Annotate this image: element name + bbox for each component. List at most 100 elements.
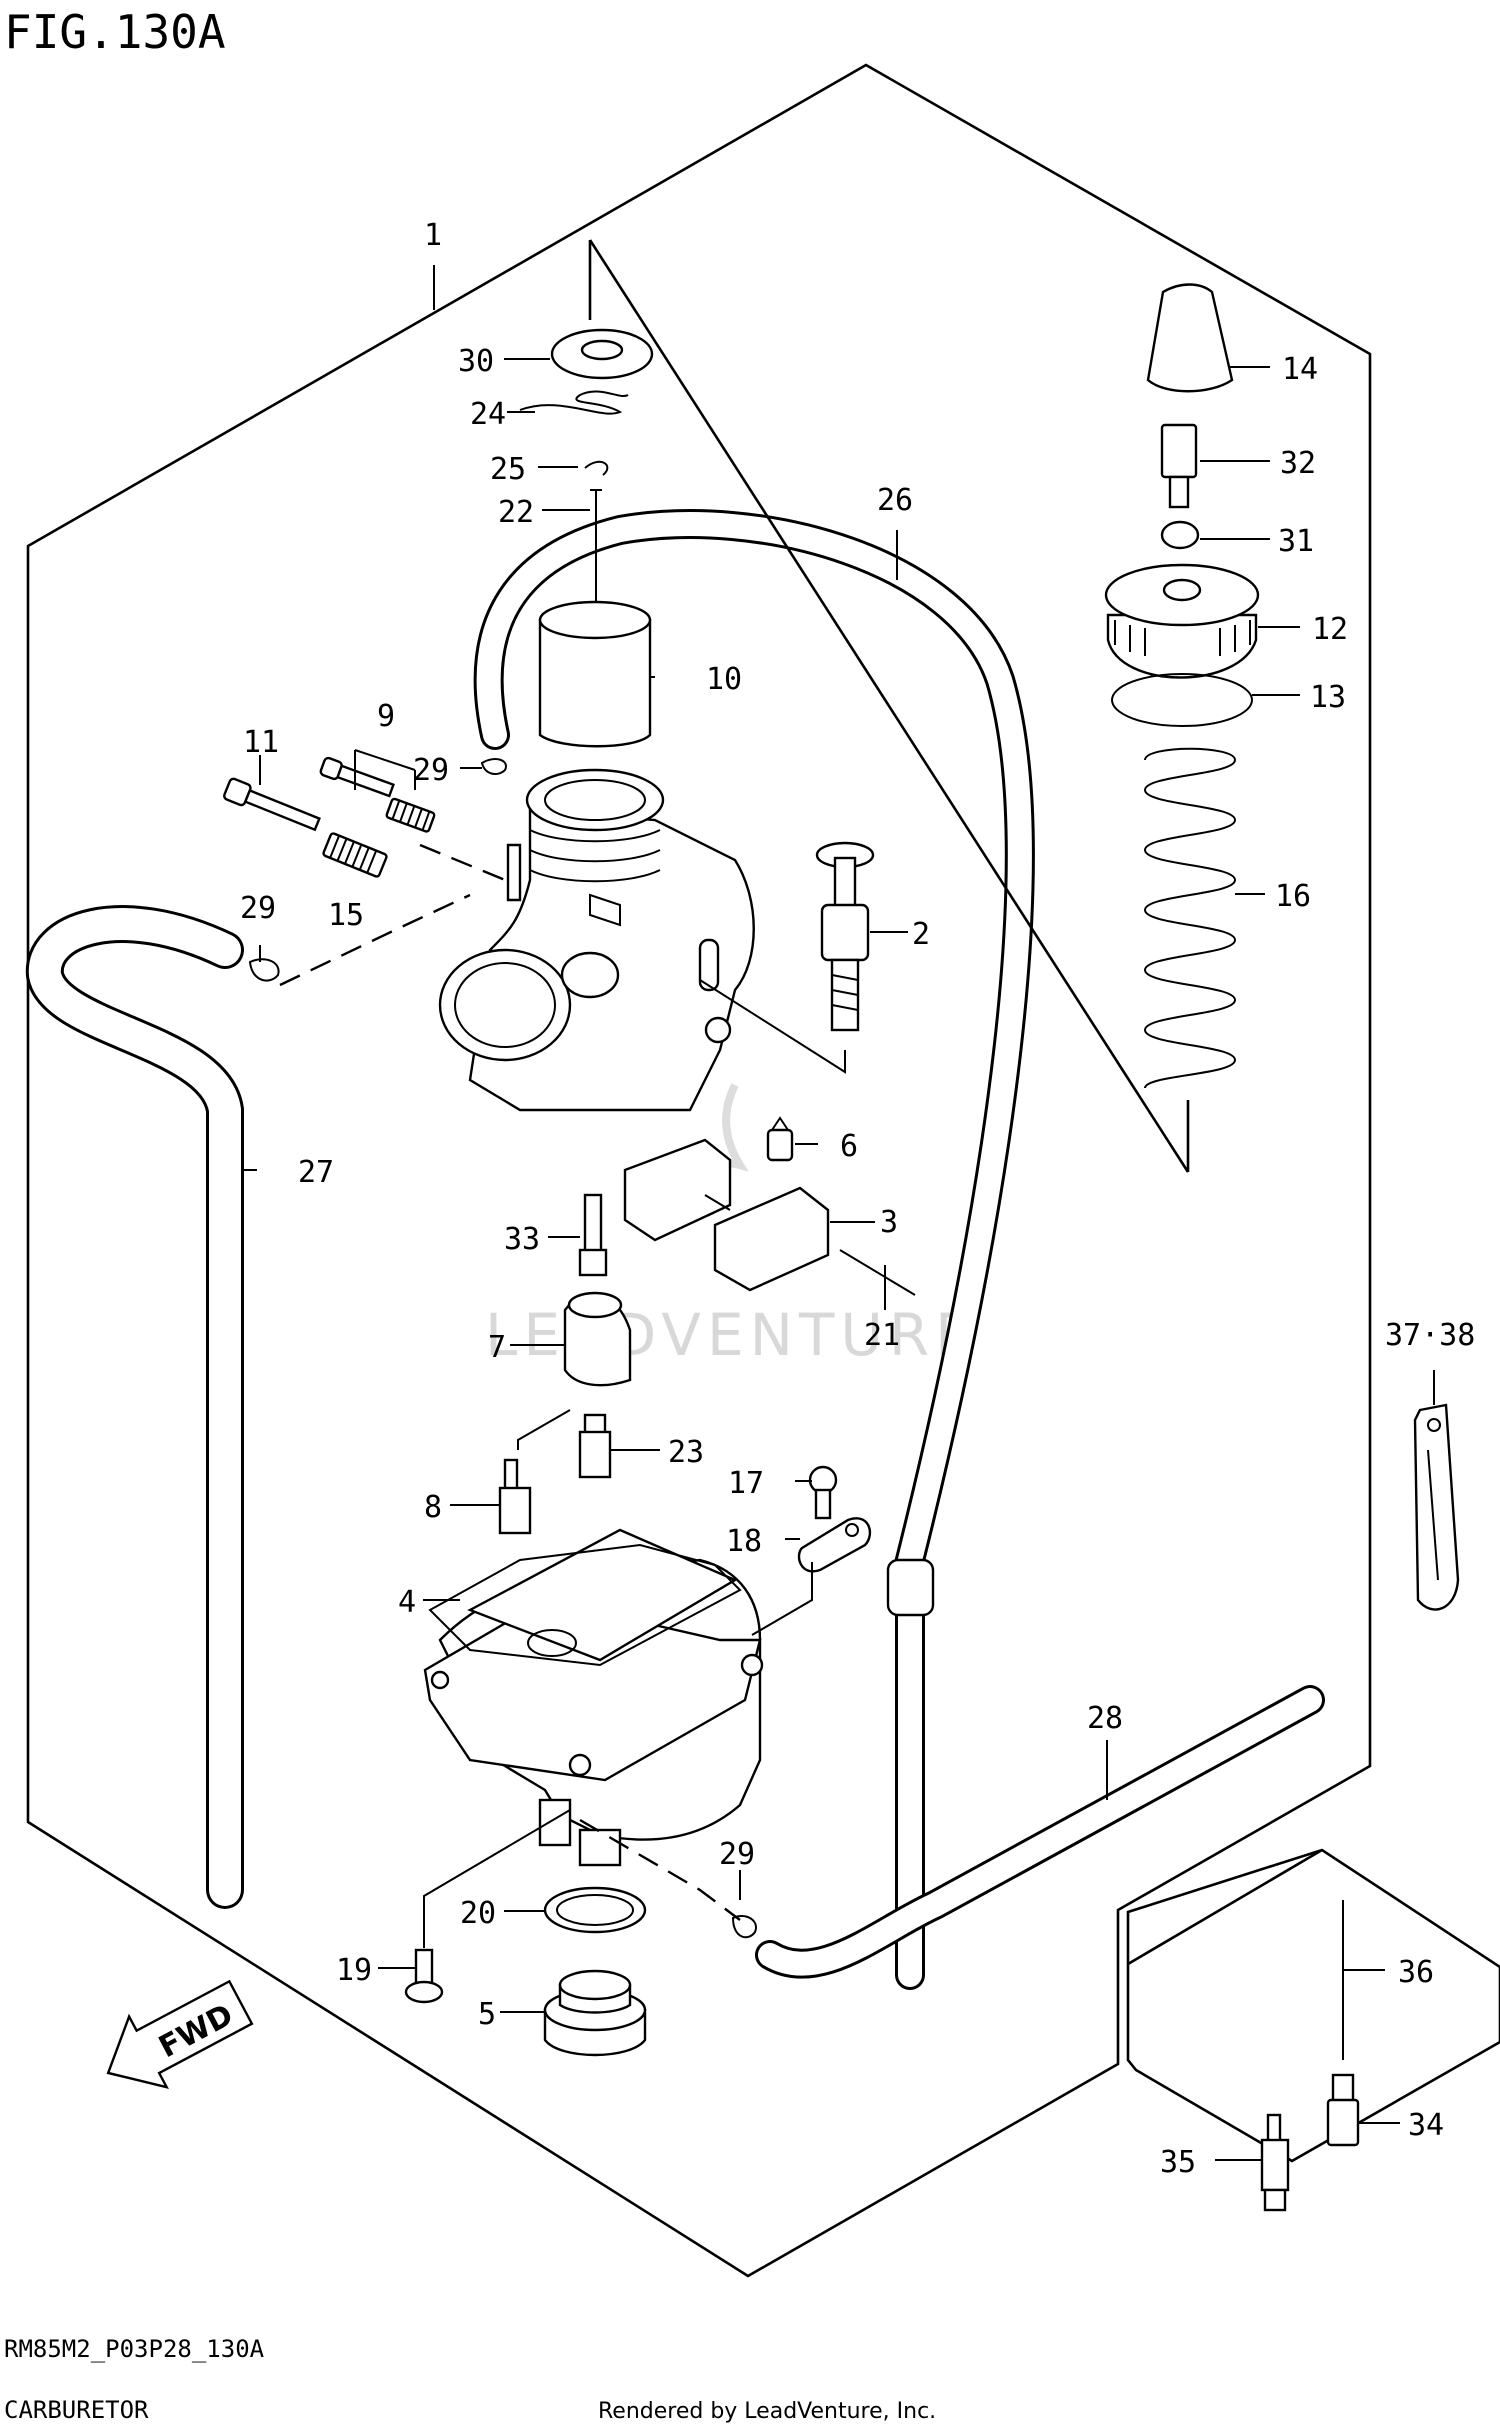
hose-26 bbox=[473, 509, 1035, 1990]
callout-10: 10 bbox=[706, 662, 742, 697]
part-14-boot bbox=[1146, 283, 1234, 393]
callout-4: 4 bbox=[398, 1585, 416, 1620]
callout-37-38: 37·38 bbox=[1385, 1318, 1475, 1353]
figure-title: FIG.130A bbox=[4, 5, 226, 59]
callout-20: 20 bbox=[460, 1896, 496, 1931]
dash-clamp-bottom bbox=[579, 1818, 741, 1921]
callout-28: 28 bbox=[1087, 1701, 1123, 1736]
dash-clamp bbox=[279, 893, 471, 987]
callout-29c: 29 bbox=[719, 1837, 755, 1872]
callout-11: 11 bbox=[243, 725, 279, 760]
callout-16: 16 bbox=[1275, 879, 1311, 914]
part-11-screw bbox=[223, 777, 321, 832]
callout-6: 6 bbox=[840, 1129, 858, 1164]
callout-30: 30 bbox=[458, 344, 494, 379]
callout-29a: 29 bbox=[413, 753, 449, 788]
callouts: 1 2 3 4 5 6 7 8 9 10 11 12 13 14 15 16 1… bbox=[240, 218, 1475, 2180]
callout-24: 24 bbox=[470, 397, 506, 432]
callout-7: 7 bbox=[488, 1330, 506, 1365]
part-9-spring bbox=[385, 797, 436, 833]
part-4-gasket bbox=[428, 1543, 742, 1667]
leader-8-7 bbox=[517, 1409, 571, 1450]
callout-29b: 29 bbox=[240, 891, 276, 926]
part-29-clamp-a bbox=[480, 758, 507, 776]
callout-14: 14 bbox=[1282, 352, 1318, 387]
callout-36: 36 bbox=[1398, 1955, 1434, 1990]
part-10-throttle-slide bbox=[538, 600, 652, 748]
axis-line bbox=[588, 239, 1190, 1173]
part-4-float-bowl bbox=[423, 1528, 764, 1867]
callout-25: 25 bbox=[490, 452, 526, 487]
callout-19: 19 bbox=[336, 1953, 372, 1988]
part-16-spring bbox=[1143, 747, 1237, 1089]
part-31-nut bbox=[1160, 520, 1200, 550]
callout-17: 17 bbox=[728, 1466, 764, 1501]
callout-21: 21 bbox=[864, 1318, 900, 1353]
part-5-drain-plug bbox=[543, 1969, 647, 2057]
callout-18: 18 bbox=[726, 1524, 762, 1559]
part-29-clamp-c bbox=[731, 1914, 757, 1939]
part-23-jet bbox=[578, 1413, 612, 1479]
callout-3: 3 bbox=[880, 1205, 898, 1240]
callout-22: 22 bbox=[498, 495, 534, 530]
callout-13: 13 bbox=[1310, 680, 1346, 715]
leader-18-bowl bbox=[751, 1562, 813, 1636]
part-12-cap bbox=[1104, 563, 1260, 679]
part-13-gasket bbox=[1111, 673, 1253, 727]
part-18-plate bbox=[797, 1517, 872, 1573]
hose-sleeve bbox=[886, 1558, 935, 1617]
part-3-float bbox=[623, 1138, 830, 1292]
callout-23: 23 bbox=[668, 1435, 704, 1470]
carburetor-body bbox=[438, 768, 755, 1112]
part-30-washer bbox=[550, 328, 654, 380]
part-9-screw bbox=[319, 756, 395, 798]
watermark-text: LEADVENTURE bbox=[485, 1301, 978, 1369]
callout-35: 35 bbox=[1160, 2145, 1196, 2180]
render-credit: Rendered by LeadVenture, Inc. bbox=[598, 2399, 936, 2424]
callout-8: 8 bbox=[424, 1490, 442, 1525]
keihin-mark bbox=[589, 893, 621, 927]
callout-27: 27 bbox=[298, 1155, 334, 1190]
figure-caption: CARBURETOR bbox=[4, 2396, 149, 2424]
part-15-spring bbox=[322, 832, 388, 878]
fwd-arrow: FWD bbox=[106, 1979, 254, 2089]
callout-2: 2 bbox=[912, 917, 930, 952]
part-7-jet-holder bbox=[563, 1291, 632, 1387]
leader-2-body bbox=[699, 979, 846, 1074]
assembly-outline bbox=[26, 63, 1372, 2278]
part-19-screw bbox=[404, 1948, 444, 2004]
part-24-clip bbox=[519, 390, 629, 415]
hose-27 bbox=[25, 905, 244, 1909]
leader-19-bowl bbox=[423, 1809, 571, 1948]
callout-15: 15 bbox=[328, 898, 364, 933]
figure-code: RM85M2_P03P28_130A bbox=[4, 2335, 265, 2363]
callout-1: 1 bbox=[424, 218, 442, 253]
dash-screw bbox=[419, 843, 506, 882]
part-25-ring bbox=[584, 460, 609, 476]
part-34-jet bbox=[1326, 2073, 1360, 2147]
hose-28 bbox=[755, 1685, 1325, 1979]
callout-34: 34 bbox=[1408, 2108, 1444, 2143]
part-6-needle-valve bbox=[766, 1116, 794, 1162]
callout-12: 12 bbox=[1312, 612, 1348, 647]
part-37-38-strap bbox=[1413, 1403, 1460, 1611]
leader-lines bbox=[243, 265, 1435, 2161]
part-29-clamp-b bbox=[248, 958, 280, 982]
callout-32: 32 bbox=[1280, 446, 1316, 481]
part-32-adjuster bbox=[1160, 423, 1198, 509]
kit-outline-edge bbox=[1127, 1848, 1323, 1966]
part-21-pin bbox=[839, 1249, 916, 1296]
part-33-jet bbox=[578, 1193, 608, 1277]
callout-33: 33 bbox=[504, 1222, 540, 1257]
part-17-screw bbox=[808, 1465, 838, 1520]
kit-outline bbox=[1126, 1848, 1500, 2163]
part-8-main-jet bbox=[498, 1458, 532, 1535]
inlet-nipple bbox=[506, 843, 522, 902]
part-2-idle-screw bbox=[815, 841, 875, 1032]
bracket-9 bbox=[354, 749, 416, 790]
callout-5: 5 bbox=[478, 1997, 496, 2032]
callout-31: 31 bbox=[1278, 524, 1314, 559]
part-35-jet bbox=[1260, 2113, 1290, 2212]
callout-9: 9 bbox=[377, 699, 395, 734]
